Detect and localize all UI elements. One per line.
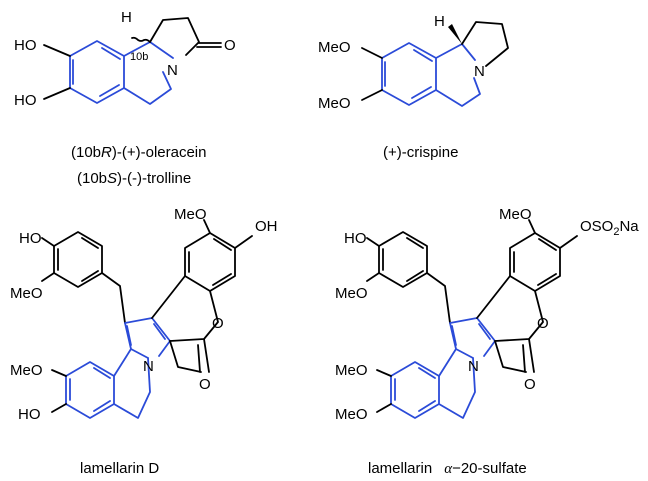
crispine-aromatic-double-bonds xyxy=(384,49,433,99)
oleracein-10b-label: 10b xyxy=(130,51,148,63)
oleracein-o-label: O xyxy=(224,37,236,54)
caption-crispine: (+)-crispine xyxy=(383,144,458,161)
lamd-aryl-substituents xyxy=(41,237,126,324)
lamd-isoq-benzene-double xyxy=(69,367,111,412)
lamd-coumarin-benzene xyxy=(184,232,236,292)
lams-lactone xyxy=(494,338,535,373)
crispine-h-label: H xyxy=(434,13,445,30)
oleracein-ho-bottom: HO xyxy=(14,92,37,109)
lamd-ho-bottom: HO xyxy=(18,406,41,423)
lamd-meo-left: MeO xyxy=(10,285,43,302)
crispine-meo-bonds xyxy=(361,47,383,101)
lams-pyrrole-double xyxy=(451,323,491,346)
caption-oleracein: (10bR)-(+)-oleracein xyxy=(71,144,206,161)
lams-meo-bottom: MeO xyxy=(335,362,368,379)
lams-isoq-benzene xyxy=(390,361,440,419)
lamd-ho-top: HO xyxy=(19,230,42,247)
crispine-n-label: N xyxy=(474,63,485,80)
lams-isoq-benzene-double xyxy=(394,367,436,412)
lams-ho-top: HO xyxy=(344,230,367,247)
oleracein-wavy-bond xyxy=(131,36,151,43)
lamd-isoq-ring xyxy=(113,348,151,419)
lams-o-ring: O xyxy=(537,315,549,332)
lamd-aryl-double-bonds xyxy=(57,237,99,282)
lams-isoq-ring xyxy=(438,348,476,419)
crispine-meo-bottom: MeO xyxy=(318,95,351,112)
oleracein-ho-bonds xyxy=(43,44,71,100)
lams-meo-left: MeO xyxy=(335,285,368,302)
lams-meo-top: MeO xyxy=(499,206,532,223)
crispine-wedge-bond xyxy=(448,24,462,44)
lams-meo-bottom2: MeO xyxy=(335,406,368,423)
oleracein-benzene-ring xyxy=(69,40,125,104)
lams-isoq-substituents xyxy=(376,369,392,413)
oleracein-ho-top: HO xyxy=(14,37,37,54)
lamd-isoq-substituents xyxy=(51,369,67,413)
lamd-meo-bottom: MeO xyxy=(10,362,43,379)
oleracein-n-label: N xyxy=(167,62,178,79)
lamd-meo-top: MeO xyxy=(174,206,207,223)
oleracein-h-label: H xyxy=(121,9,132,26)
lams-o-carbonyl: O xyxy=(524,376,536,393)
oleracein-aromatic-double-bonds xyxy=(72,47,121,97)
crispine-pyrrolidine xyxy=(461,21,509,67)
lams-coumarin-benzene xyxy=(509,232,561,292)
lamellarin-d-structure: HO MeO MeO OH O O N MeO HO xyxy=(10,206,278,423)
lams-aryl-double-bonds xyxy=(382,237,424,282)
lamd-coumarin-benzene-double xyxy=(188,238,232,286)
caption-lamellarin-d: lamellarin D xyxy=(80,460,159,477)
lamellarin-sulfate-structure: HO MeO MeO OSO2Na O O N MeO MeO xyxy=(335,206,639,423)
crispine-structure: H N MeO MeO xyxy=(318,13,509,112)
lams-n-label: N xyxy=(468,358,479,375)
caption-trolline: (10bS)-(-)-trolline xyxy=(77,170,191,187)
oleracein-structure: H 10b N O HO HO xyxy=(14,9,236,109)
lamd-aryl-ring xyxy=(53,231,103,288)
lamd-o-carbonyl: O xyxy=(199,376,211,393)
lamd-isoq-benzene xyxy=(65,361,115,419)
lamd-n-label: N xyxy=(143,358,154,375)
lams-aryl-substituents xyxy=(366,237,451,324)
oleracein-pyrrolidinone xyxy=(149,17,222,56)
lams-oso2na-label: OSO2Na xyxy=(580,218,639,238)
lamd-o-ring: O xyxy=(212,315,224,332)
crispine-meo-top: MeO xyxy=(318,39,351,56)
lamd-oh-top: OH xyxy=(255,218,278,235)
lamd-lactone xyxy=(169,338,210,373)
lamd-pyrrole-double xyxy=(126,323,166,346)
crispine-benzene-ring xyxy=(381,42,437,106)
lams-aryl-ring xyxy=(378,231,428,288)
lams-coumarin-benzene-double xyxy=(513,238,557,286)
